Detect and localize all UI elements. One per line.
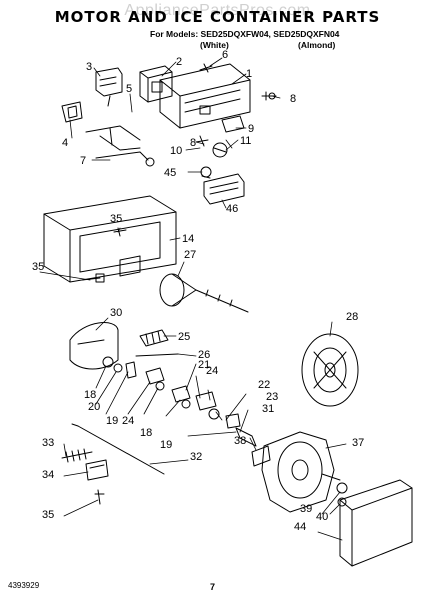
part-27-auger-coupling xyxy=(159,273,249,313)
callout-38: 38 xyxy=(234,435,246,447)
part-33-spring xyxy=(61,448,93,463)
callout-1: 1 xyxy=(246,68,252,80)
callout-10: 10 xyxy=(170,145,182,157)
callout-18-left: 18 xyxy=(84,389,96,401)
part-28-auger-fan xyxy=(301,333,359,407)
callout-19-left: 19 xyxy=(106,415,118,427)
callout-22: 22 xyxy=(258,379,270,391)
callout-2: 2 xyxy=(176,56,182,68)
part-7-harness xyxy=(95,151,155,167)
part-30-back-plate xyxy=(69,322,119,370)
callout-27: 27 xyxy=(184,249,196,261)
callout-37: 37 xyxy=(352,437,364,449)
callout-26: 26 xyxy=(198,349,210,361)
document-number: 4393929 xyxy=(8,581,40,590)
part-26-wire xyxy=(135,353,179,357)
callout-44: 44 xyxy=(294,521,306,533)
part-35-screw-bottom xyxy=(94,489,105,505)
part-2-switch-module xyxy=(139,65,173,103)
part-14-container-frame xyxy=(43,195,177,283)
part-9-relay xyxy=(221,115,245,133)
callout-8-right: 8 xyxy=(290,93,296,105)
part-39-nut xyxy=(336,482,348,494)
part-4-clip xyxy=(61,101,83,123)
callout-20: 20 xyxy=(88,401,100,413)
callout-39: 39 xyxy=(300,503,312,515)
variant-almond-label: (Almond) xyxy=(298,40,336,50)
part-37-auger-motor xyxy=(261,431,341,513)
callout-7: 7 xyxy=(80,155,86,167)
watermark-text: AppliancePartsPros.com xyxy=(124,2,311,19)
callout-31: 31 xyxy=(262,403,274,415)
part-10-screw xyxy=(195,135,209,147)
part-3-connector xyxy=(95,67,123,107)
leader-lines xyxy=(39,57,347,541)
callout-19-right: 19 xyxy=(160,439,172,451)
callout-35-bottom: 35 xyxy=(42,509,54,521)
callout-9: 9 xyxy=(248,123,254,135)
callout-4: 4 xyxy=(62,137,68,149)
part-45-bulb xyxy=(200,166,212,179)
diagram-header: AppliancePartsPros.com MOTOR AND ICE CON… xyxy=(0,0,435,70)
part-5-wire-harness xyxy=(85,125,141,151)
callout-46: 46 xyxy=(226,203,238,215)
callout-21: 21 xyxy=(198,359,210,371)
callout-35-top: 35 xyxy=(110,213,122,225)
callout-35-left: 35 xyxy=(32,261,44,273)
part-44-motor-cover xyxy=(339,479,413,567)
page-number: 7 xyxy=(210,582,216,592)
callout-28: 28 xyxy=(346,311,358,323)
callout-34: 34 xyxy=(42,469,54,481)
callout-11: 11 xyxy=(240,135,251,147)
callout-14: 14 xyxy=(182,233,194,245)
callout-labels: 1 2 3 4 5 6 7 8 8 9 10 11 45 46 35 14 35… xyxy=(32,49,364,533)
part-32-rod xyxy=(71,423,165,475)
part-38-motor-bracket xyxy=(251,445,271,467)
part-31-adapter xyxy=(235,427,257,447)
callout-24-right: 24 xyxy=(206,365,218,377)
callout-32: 32 xyxy=(190,451,202,463)
callout-3: 3 xyxy=(86,61,92,73)
part-8-screw-right xyxy=(261,91,277,101)
part-34-bracket xyxy=(85,459,109,481)
callout-5: 5 xyxy=(126,83,132,95)
callout-40: 40 xyxy=(316,511,328,523)
part-35-screw-frame xyxy=(113,227,127,237)
part-46-cover xyxy=(203,173,245,205)
variant-white-label: (White) xyxy=(200,40,229,50)
part-25-spring xyxy=(139,329,169,347)
part-6-screw xyxy=(199,63,213,73)
callout-25: 25 xyxy=(178,331,190,343)
callout-18-mid: 18 xyxy=(140,427,152,439)
models-line: For Models: SED25DQXFW04, SED25DQXFN04 xyxy=(150,29,340,39)
part-40-washer xyxy=(337,497,347,507)
callout-6: 6 xyxy=(222,49,228,61)
callout-23: 23 xyxy=(266,391,278,403)
callout-33: 33 xyxy=(42,437,54,449)
part-11-capacitor xyxy=(212,142,228,158)
part-35-bolt-left xyxy=(81,273,105,283)
diagram-title: MOTOR AND ICE CONTAINER PARTS xyxy=(54,8,381,26)
callout-45: 45 xyxy=(164,167,176,179)
callout-30: 30 xyxy=(110,307,122,319)
part-1-bracket-housing xyxy=(159,63,251,129)
callout-8-left: 8 xyxy=(190,137,196,149)
callout-24-left: 24 xyxy=(122,415,134,427)
